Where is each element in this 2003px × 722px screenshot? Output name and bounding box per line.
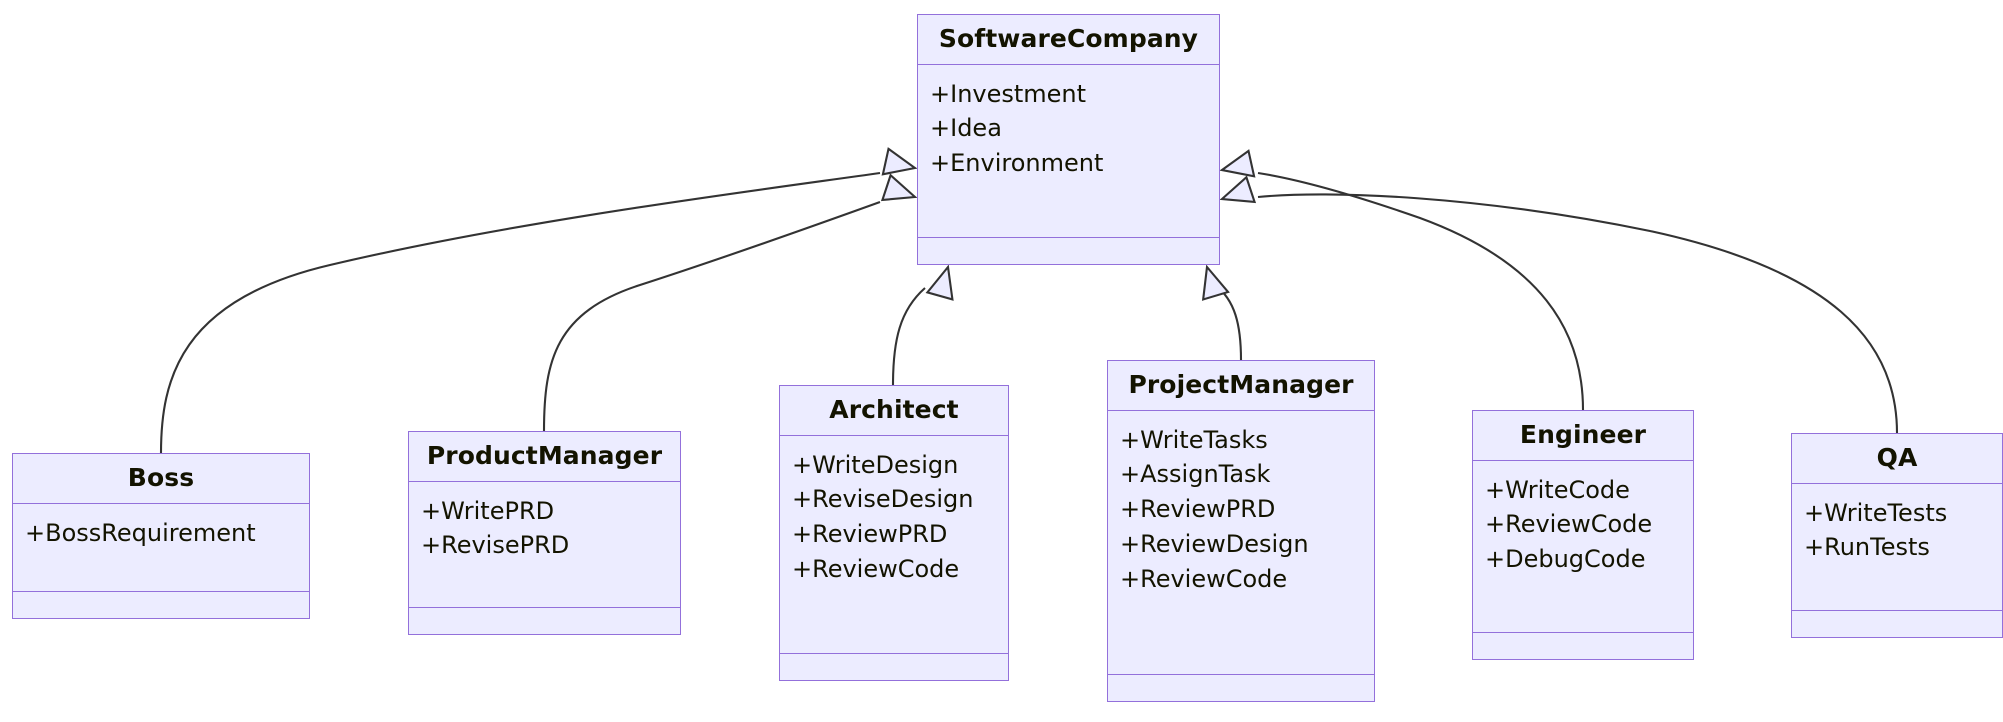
attribute-row: +ReviewDesign: [1120, 529, 1309, 558]
edge-line-boss-to-company: [159, 171, 881, 454]
uml-class-qa[interactable]: QA +WriteTests +RunTests: [1791, 433, 2003, 638]
class-methods-qa: [1792, 611, 2002, 637]
uml-class-software-company[interactable]: SoftwareCompany +Investment +Idea +Environm…: [917, 14, 1220, 265]
attribute-row: +Idea: [930, 114, 1002, 143]
edge-line-architect-to-company: [891, 287, 926, 386]
attribute-row: +WriteTasks: [1120, 425, 1268, 454]
attribute-row: +WriteDesign: [792, 450, 959, 479]
class-attributes-project-manager: +WriteTasks +AssignTask +ReviewPRD +ReviewD…: [1108, 411, 1374, 675]
uml-class-architect[interactable]: Architect +WriteDesign +ReviseDesign +Revie…: [779, 385, 1009, 681]
attribute-row: +RevisePRD: [421, 531, 570, 560]
attribute-row: +ReviewCode: [1485, 510, 1653, 539]
class-methods-software-company: [918, 238, 1219, 264]
inheritance-arrowhead-boss-to-company: [881, 147, 918, 176]
class-methods-project-manager: [1108, 675, 1374, 701]
edge-line-projectmanager-to-company: [1214, 284, 1243, 361]
class-attributes-architect: +WriteDesign +ReviseDesign +ReviewPRD +Revi…: [780, 436, 1008, 654]
attribute-row: +WriteCode: [1485, 475, 1630, 504]
uml-class-engineer[interactable]: Engineer +WriteCode +ReviewCode +DebugCode: [1472, 410, 1694, 660]
attribute-row: +WritePRD: [421, 496, 555, 525]
attribute-row: +AssignTask: [1120, 460, 1271, 489]
class-attributes-software-company: +Investment +Idea +Environment: [918, 65, 1219, 238]
class-title-architect: Architect: [780, 386, 1008, 436]
uml-class-product-manager[interactable]: ProductManager +WritePRD +RevisePRD: [408, 431, 681, 635]
class-title-qa: QA: [1792, 434, 2002, 484]
attribute-row: +ReviewPRD: [1120, 495, 1276, 524]
class-title-boss: Boss: [13, 454, 309, 504]
class-attributes-boss: +BossRequirement: [13, 504, 309, 592]
inheritance-arrowhead-architect-to-company: [925, 264, 954, 301]
attribute-row: +Investment: [930, 79, 1087, 108]
attribute-row: +BossRequirement: [25, 518, 256, 547]
attribute-row: +ReviseDesign: [792, 485, 974, 514]
class-methods-product-manager: [409, 608, 680, 634]
attribute-row: +WriteTests: [1804, 498, 1948, 527]
class-methods-architect: [780, 654, 1008, 680]
class-attributes-engineer: +WriteCode +ReviewCode +DebugCode: [1473, 461, 1693, 633]
attribute-row: +ReviewCode: [792, 554, 960, 583]
uml-class-boss[interactable]: Boss +BossRequirement: [12, 453, 310, 619]
class-attributes-qa: +WriteTests +RunTests: [1792, 484, 2002, 611]
class-attributes-product-manager: +WritePRD +RevisePRD: [409, 482, 680, 608]
class-title-engineer: Engineer: [1473, 411, 1693, 461]
class-title-project-manager: ProjectManager: [1108, 361, 1374, 411]
class-methods-engineer: [1473, 633, 1693, 659]
attribute-row: +Environment: [930, 149, 1104, 178]
attribute-row: +ReviewCode: [1120, 564, 1288, 593]
class-methods-boss: [13, 592, 309, 618]
inheritance-arrowhead-qa-to-company: [1219, 175, 1257, 204]
uml-class-project-manager[interactable]: ProjectManager +WriteTasks +AssignTask +Rev…: [1107, 360, 1375, 702]
class-title-product-manager: ProductManager: [409, 432, 680, 482]
attribute-row: +ReviewPRD: [792, 520, 948, 549]
attribute-row: +DebugCode: [1485, 545, 1646, 574]
inheritance-arrowhead-productmanager-to-company: [880, 173, 918, 202]
class-title-software-company: SoftwareCompany: [918, 15, 1219, 65]
attribute-row: +RunTests: [1804, 533, 1930, 562]
inheritance-arrowhead-projectmanager-to-company: [1201, 264, 1230, 301]
inheritance-arrowhead-engineer-to-company: [1219, 149, 1256, 178]
